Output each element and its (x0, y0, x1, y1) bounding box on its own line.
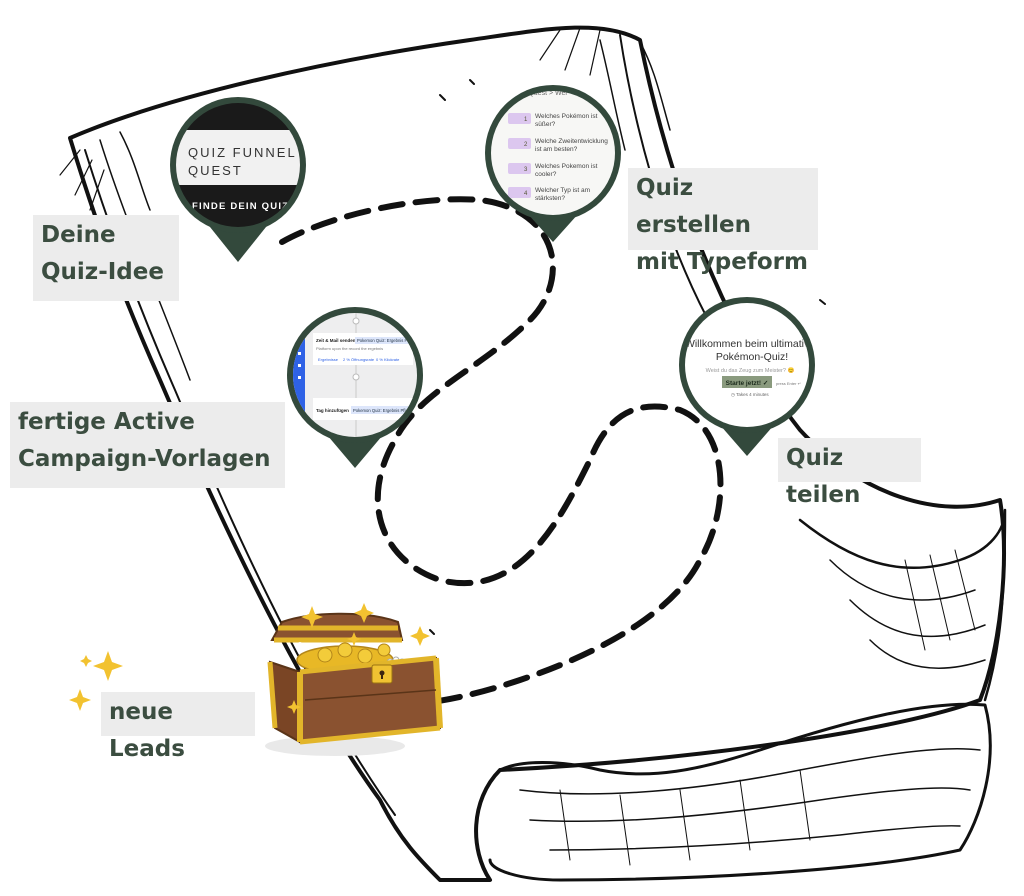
pin3-action-1: Ergebnisse (318, 357, 339, 362)
label-create-quiz-line1: Quiz erstellen (636, 175, 751, 238)
pin2-q1-text: Welches Pokémon ist (535, 113, 598, 120)
label-new-leads: neue Leads (101, 692, 255, 762)
label-share-quiz: Quiz teilen (778, 438, 921, 508)
label-create-quiz: Quiz erstellen mit Typeform (628, 168, 818, 275)
pin2-q1-number: 1 (524, 117, 528, 123)
pin2-q4-text2: stärksten? (535, 195, 565, 202)
label-quiz-idea-line1: Deine (41, 222, 116, 248)
label-create-quiz-line2: mit Typeform (636, 249, 808, 275)
pin2-question-4: 4 Welcher Typ ist am stärksten? (508, 187, 590, 202)
pin2-q3-number: 3 (524, 167, 528, 173)
pin2-breadcrumb: Funnel Quest > Wel (505, 90, 567, 97)
label-quiz-idea-line2: Quiz-Idee (41, 259, 164, 285)
pin4-start-button (722, 376, 772, 388)
label-activecampaign-line1: fertige Active (18, 409, 195, 435)
pin1-banner: FINDE DEIN QUIZ-T (192, 201, 301, 212)
pin3-row1-title: Zeit & Mail senden (316, 338, 356, 343)
map-pin-typeform: Funnel Quest > Wel 1 Welches Pokémon ist… (485, 85, 621, 242)
pin2-q1-text2: süßer? (535, 121, 556, 128)
pin4-time: ◷ Takes 4 minutes (731, 392, 769, 397)
pin2-q4-text: Welcher Typ ist am (535, 187, 590, 194)
label-quiz-idea: Deine Quiz-Idee (33, 215, 179, 301)
pin4-subtitle: Weist du das Zeug zum Meister? 😊 (706, 367, 795, 374)
label-new-leads-text: neue Leads (109, 699, 185, 762)
pin2-question-1: 1 Welches Pokémon ist süßer? (508, 113, 598, 128)
pin2-question-3: 3 Welches Pokemon ist cooler? (508, 163, 598, 178)
pin2-q4-number: 4 (524, 191, 528, 197)
pin4-title-line2: Pokémon-Quiz! (716, 351, 788, 363)
pin4-hint: press Enter ↵ (776, 381, 801, 386)
pin3-action-2: 2 % Öffnungsrate (343, 357, 375, 362)
sparkles (69, 603, 430, 714)
pin4-start-button-label: Starte jetzt! ✓ (726, 380, 769, 387)
pin2-q3-text2: cooler? (535, 171, 557, 178)
pin2-q2-number: 2 (524, 142, 528, 148)
pin2-q2-text: Welche Zweitentwicklung (535, 138, 608, 145)
pin3-action-3: 0 % Klickrate (376, 357, 400, 362)
treasure-chest (265, 612, 443, 756)
pin3-row2-tag: Pokemon Quiz: Ergebnis Pflo... (353, 408, 411, 413)
map-pin-activecampaign: Zeit & Mail senden Pokemon Quiz: Ergebni… (287, 307, 423, 468)
map-pin-quiz-idea: QUIZ FUNNEL QUEST FINDE DEIN QUIZ-T (170, 97, 306, 262)
pin4-title-line1: Willkommen beim ultimative (685, 338, 815, 350)
pin3-row1-sub: Platform upon the record the ergebnis (316, 346, 383, 351)
label-activecampaign-templates: fertige Active Campaign-Vorlagen (10, 402, 285, 488)
pin2-q3-text: Welches Pokemon ist (535, 163, 598, 170)
pin2-question-2: 2 Welche Zweitentwicklung ist am besten? (508, 138, 608, 153)
pin3-row2-title: Tag hinzufügen (316, 408, 349, 413)
label-activecampaign-line2: Campaign-Vorlagen (18, 446, 271, 472)
quest-path (279, 196, 724, 705)
pin1-title-line2: QUEST (188, 163, 243, 178)
map-pin-share: Willkommen beim ultimative Pokémon-Quiz!… (679, 297, 815, 456)
pin1-title-line1: QUIZ FUNNEL (188, 145, 297, 160)
pin2-q2-text2: ist am besten? (535, 146, 578, 153)
label-share-quiz-text: Quiz teilen (786, 445, 861, 508)
pin3-row1-tag: Pokemon Quiz: Ergebnis Pflo... (357, 338, 415, 343)
